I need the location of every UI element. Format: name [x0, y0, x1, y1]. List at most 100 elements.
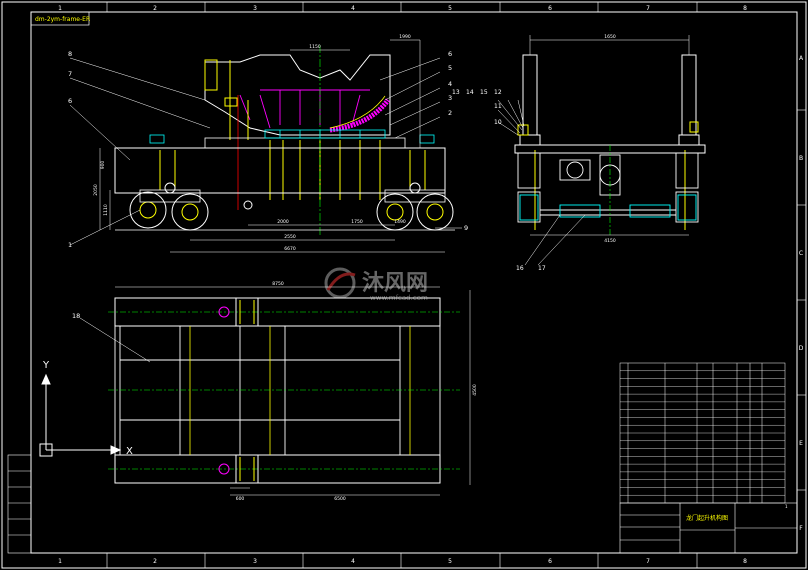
plan-holes	[218, 306, 230, 475]
side-dim-6670: 6670	[284, 246, 296, 252]
chassis-deck	[204, 137, 406, 149]
curved-rack	[329, 98, 391, 133]
col-label-bottom-2: 2	[153, 558, 157, 565]
side-part-5: 5	[448, 64, 452, 72]
col-label-top-8: 8	[743, 5, 747, 12]
side-part-9: 9	[464, 224, 468, 232]
col-label-top-1: 1	[58, 5, 62, 12]
plan-view: 18 8750 4500 600 6500	[72, 281, 478, 502]
end-part-12: 12	[494, 89, 502, 96]
plan-yellow-lines	[189, 326, 411, 455]
frame-row-labels: A B C D E F	[799, 55, 804, 532]
row-label-5: E	[799, 440, 803, 447]
side-dim-1490: 1490	[394, 219, 406, 225]
parts-list-rows	[620, 370, 785, 496]
end-dim-bottom: 4150	[604, 238, 616, 244]
side-dim-2000: 2000	[277, 219, 289, 225]
axis-y-label: Y	[42, 360, 50, 371]
sheet-inner-border	[30, 11, 798, 554]
side-part-7: 7	[68, 70, 72, 78]
col-label-bottom-1: 1	[58, 558, 62, 565]
row-label-1: A	[799, 55, 804, 62]
title-block-sheet: 1	[785, 504, 788, 509]
end-posts	[519, 54, 700, 146]
end-dim-top: 1650	[604, 34, 616, 40]
side-height-values: 900 2050 1110	[93, 161, 109, 216]
plan-green-axes	[108, 311, 460, 470]
watermark-logo-icon	[324, 267, 356, 299]
left-revision-strip	[7, 454, 32, 554]
plan-part-18: 18	[72, 312, 80, 320]
end-view: 13 14 15 12 11 10 16 17 1650 4150	[452, 34, 706, 272]
plan-dim-bottom: 6500	[334, 496, 346, 502]
col-label-bottom-3: 3	[253, 558, 257, 565]
plan-leader-18	[79, 317, 151, 363]
col-label-top-6: 6	[548, 5, 552, 12]
cradle-internal-members	[239, 89, 370, 129]
frame-column-ticks	[106, 2, 806, 568]
col-label-bottom-8: 8	[743, 558, 747, 565]
end-part-15: 15	[480, 89, 488, 96]
plan-dim-top: 8750	[272, 281, 284, 287]
col-label-bottom-6: 6	[548, 558, 552, 565]
col-label-bottom-4: 4	[351, 558, 355, 565]
side-part-6a: 6	[68, 97, 72, 105]
frame-column-labels: 1 2 3 4 5 6 7 8 1 2 3 4 5 6 7 8	[58, 5, 747, 565]
side-height-900: 900	[100, 161, 106, 170]
col-label-top-2: 2	[153, 5, 157, 12]
drawing-tag-box	[30, 11, 90, 26]
side-height-2050: 2050	[93, 184, 99, 196]
end-part-14: 14	[466, 89, 474, 96]
row-label-3: C	[799, 250, 803, 257]
cradle-outline	[204, 54, 391, 136]
side-part-2: 2	[448, 109, 452, 117]
end-part-16: 16	[516, 265, 524, 272]
end-part-17: 17	[538, 265, 546, 272]
col-label-bottom-5: 5	[448, 558, 452, 565]
watermark-brand: 沐风网	[362, 271, 428, 296]
plan-dimension-values: 8750 4500 600 6500	[236, 281, 478, 502]
side-part-4: 4	[448, 80, 452, 88]
side-part-3: 3	[448, 94, 452, 102]
side-height-1110: 1110	[103, 204, 109, 216]
chassis-bolts-cyan	[149, 129, 435, 144]
end-dimension-values: 1650 4150	[604, 34, 616, 244]
side-dim-1990: 1990	[399, 34, 411, 40]
row-label-2: B	[799, 155, 803, 162]
side-part-numbers: 8 7 6 6 5 4 3 2 1 9	[68, 50, 468, 249]
col-label-top-4: 4	[351, 5, 355, 12]
side-dim-1150: 1150	[309, 44, 321, 50]
plan-cross-members	[114, 326, 441, 455]
plan-dim-right: 4500	[472, 384, 478, 396]
wheel-right-2	[416, 193, 454, 231]
col-label-top-7: 7	[646, 5, 650, 12]
curved-rack-edge	[329, 95, 386, 129]
side-part-8: 8	[68, 50, 72, 58]
end-part-11: 11	[494, 103, 502, 110]
row-label-6: F	[799, 525, 803, 532]
ucs-axis-icon	[39, 373, 122, 457]
side-part-6b: 6	[448, 50, 452, 58]
plan-dim-small: 600	[236, 496, 245, 502]
end-lower-assembly	[517, 152, 699, 223]
chassis-main-frame	[114, 147, 446, 194]
row-label-4: D	[799, 345, 804, 352]
end-leader-lines	[497, 99, 586, 266]
axis-x-label: X	[126, 446, 133, 457]
side-view: 8 7 6 6 5 4 3 2 1 9 1150 1990 2000 1750 …	[68, 34, 468, 253]
title-block	[619, 502, 798, 554]
plan-bolt-blocks	[235, 297, 259, 484]
side-part-1: 1	[68, 241, 72, 249]
side-dim-2550: 2550	[284, 234, 296, 240]
col-label-top-3: 3	[253, 5, 257, 12]
end-part-numbers: 13 14 15 12 11 10 16 17	[452, 89, 546, 272]
watermark: 沐风网 www.mfcad.com	[324, 267, 428, 302]
side-leader-lines	[69, 57, 462, 246]
end-part-13: 13	[452, 89, 460, 96]
side-dim-1750: 1750	[351, 219, 363, 225]
col-label-bottom-7: 7	[646, 558, 650, 565]
wheel-left-2	[171, 193, 209, 231]
end-cyan-shafts	[519, 194, 697, 221]
